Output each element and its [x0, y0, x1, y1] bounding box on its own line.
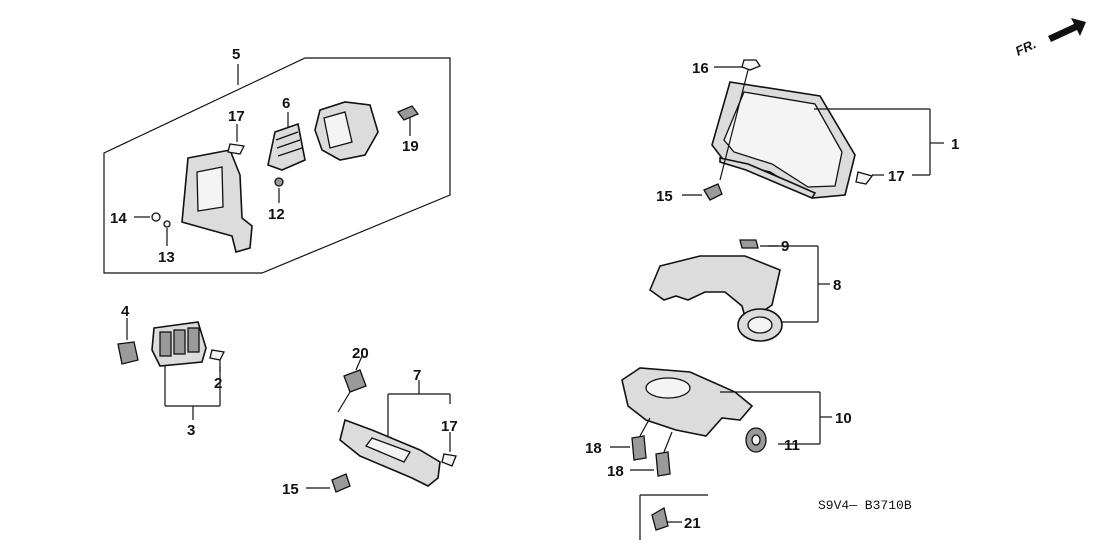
callout-18-lower: 18 — [607, 463, 624, 480]
clip-9-shape — [739, 239, 759, 249]
part-13-14 — [134, 212, 171, 246]
screw-15-bolster-shape — [331, 473, 351, 493]
callout-17-hood: 17 — [888, 168, 905, 185]
part-clip-16 — [714, 59, 761, 181]
part-instrument-hood — [711, 81, 944, 200]
callout-10: 10 — [835, 410, 852, 427]
callout-9: 9 — [781, 238, 789, 255]
screw-15-hood-shape — [703, 183, 723, 201]
part-clip-17-bolster — [441, 432, 457, 467]
part-bolt-19 — [396, 105, 420, 136]
part-clip-17-hood — [855, 171, 884, 185]
knee-bolster-slot — [364, 437, 411, 463]
part-13-shape — [163, 220, 171, 228]
callout-1: 1 — [951, 136, 959, 153]
part-clip-9 — [739, 239, 778, 249]
callout-19: 19 — [402, 138, 419, 155]
callout-4: 4 — [121, 303, 130, 320]
screw-18-upper — [631, 435, 647, 461]
callout-5: 5 — [232, 46, 240, 63]
callout-15-bolster: 15 — [282, 481, 299, 498]
callout-18-upper: 18 — [585, 440, 602, 457]
front-direction-indicator: FR. — [1013, 18, 1086, 59]
part-duct-assembly — [314, 101, 379, 161]
leader-18-lower-to-cover — [663, 431, 673, 453]
callout-21: 21 — [684, 515, 701, 532]
callout-17-bolster: 17 — [441, 418, 458, 435]
instrument-hood-opening — [723, 91, 843, 188]
clip-17-hood-shape — [855, 171, 874, 185]
dash-panel-opening — [196, 166, 224, 212]
leader-16-to-hood — [719, 69, 749, 181]
lower-cover-column-hole — [645, 377, 691, 399]
switch-slot-1 — [159, 331, 172, 357]
clip-17-bolster-shape — [441, 453, 457, 467]
screw-21-shape — [651, 506, 669, 531]
part-11-hole — [751, 434, 761, 446]
switch-slot-3 — [187, 327, 200, 353]
clip-20-shape — [343, 369, 367, 393]
callout-8: 8 — [833, 277, 841, 294]
part-dash-panel-5 — [181, 149, 253, 253]
part-screws-18 — [610, 417, 673, 477]
callout-16: 16 — [692, 60, 709, 77]
part-knee-bolster-7 — [339, 380, 451, 487]
front-arrow-icon — [1048, 18, 1086, 42]
vent-6-fin-3 — [277, 147, 303, 157]
part-vent-6 — [267, 112, 306, 171]
callout-7: 7 — [413, 367, 421, 384]
clip-17-panel-shape — [227, 143, 245, 155]
upper-cover-collar-hole — [747, 316, 773, 334]
part-lower-column-cover — [621, 367, 832, 445]
callout-2: 2 — [214, 375, 222, 392]
bolt-19-shape — [396, 105, 420, 121]
vent-6-fin-1 — [275, 131, 299, 141]
lower-cover-body — [621, 367, 754, 437]
part-clip-20 — [337, 355, 367, 413]
clip-16-shape — [741, 59, 761, 71]
instrument-hood-lower-lip — [719, 157, 817, 200]
callout-labels: 1 2 3 4 5 6 7 8 9 10 11 12 13 14 15 15 1… — [110, 46, 959, 532]
leader-20-to-bolster — [337, 391, 351, 413]
part-screw-15-bolster — [306, 473, 351, 493]
part-12 — [274, 177, 284, 203]
vent-6-fin-2 — [276, 139, 301, 149]
screw-18-lower — [655, 451, 671, 477]
part-14-shape — [151, 212, 161, 222]
callout-15-hood: 15 — [656, 188, 673, 205]
clip-2-shape — [209, 349, 225, 361]
vent-6-body — [267, 122, 306, 171]
callout-11: 11 — [784, 437, 800, 454]
part-screw-15-hood — [682, 183, 723, 201]
leader-18-upper-to-cover — [639, 417, 651, 437]
front-label: FR. — [1013, 36, 1038, 58]
part-upper-column-cover — [649, 245, 830, 342]
assembly-5-boundary — [103, 57, 451, 274]
callout-12: 12 — [268, 206, 285, 223]
callout-14: 14 — [110, 210, 127, 227]
callout-13: 13 — [158, 249, 175, 266]
part-11 — [745, 427, 767, 453]
callout-17-panel: 17 — [228, 108, 245, 125]
diagram-reference-code: S9V4— B3710B — [818, 498, 912, 513]
part-clip-2 — [209, 349, 225, 372]
duct-opening — [323, 111, 353, 149]
part-clip-17-panel — [227, 124, 245, 155]
part-21-group — [639, 494, 708, 540]
part-blank-4 — [117, 318, 139, 365]
callout-3: 3 — [187, 422, 195, 439]
part-switch-bezel-3 — [151, 321, 221, 420]
part-12-shape — [274, 177, 284, 187]
switch-slot-2 — [173, 329, 186, 355]
callout-6: 6 — [282, 95, 290, 112]
blank-4-shape — [117, 341, 139, 365]
assembly-5-group — [103, 57, 451, 274]
callout-20: 20 — [352, 345, 369, 362]
leader-20 — [355, 355, 363, 371]
